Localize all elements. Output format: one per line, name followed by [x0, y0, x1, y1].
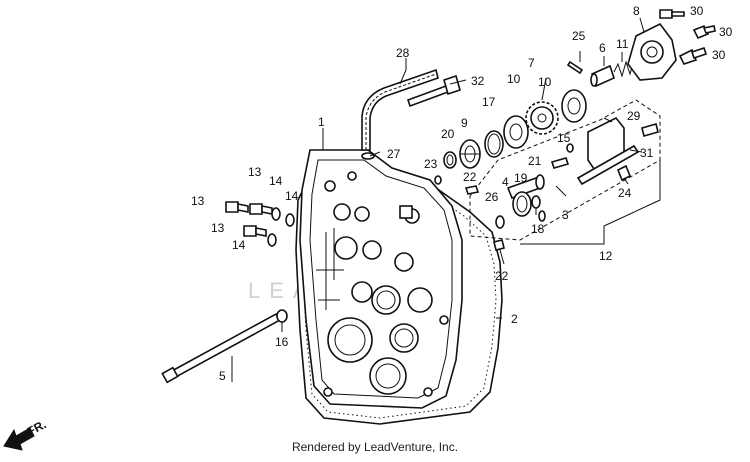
- callout-14a[interactable]: 14: [269, 174, 283, 188]
- callout-3[interactable]: 3: [562, 208, 569, 222]
- callout-21[interactable]: 21: [528, 154, 542, 168]
- callout-4[interactable]: 4: [502, 175, 509, 189]
- callout-10b[interactable]: 10: [538, 75, 552, 89]
- callout-11[interactable]: 11: [616, 37, 629, 51]
- clip-part-27[interactable]: [361, 152, 375, 160]
- washer-part-14a[interactable]: [271, 207, 281, 221]
- bolt-part-13c[interactable]: [243, 225, 267, 237]
- washer-part-26[interactable]: [495, 215, 505, 229]
- callout-30a[interactable]: 30: [690, 4, 704, 18]
- callout-6[interactable]: 6: [599, 41, 606, 55]
- callout-12[interactable]: 12: [599, 249, 613, 263]
- callout-15[interactable]: 15: [557, 131, 571, 145]
- callout-17[interactable]: 17: [482, 95, 496, 109]
- callout-29[interactable]: 29: [627, 109, 641, 123]
- callout-24[interactable]: 24: [618, 186, 632, 200]
- callout-5[interactable]: 5: [219, 369, 226, 383]
- pin-part-25[interactable]: [566, 60, 584, 75]
- callout-26[interactable]: 26: [485, 190, 499, 204]
- callout-18[interactable]: 18: [531, 222, 545, 236]
- callout-10a[interactable]: 10: [507, 72, 521, 86]
- callout-22b[interactable]: 22: [495, 269, 509, 283]
- dowel-part-22a[interactable]: [464, 185, 480, 195]
- clip-part-18[interactable]: [538, 210, 546, 222]
- callout-20[interactable]: 20: [441, 127, 455, 141]
- bolt-part-30a[interactable]: [659, 9, 685, 19]
- arm-part-31[interactable]: [576, 123, 659, 186]
- callout-19[interactable]: 19: [514, 171, 528, 185]
- pin-part-23[interactable]: [434, 175, 442, 185]
- callout-14b[interactable]: 14: [285, 189, 299, 203]
- shaft-part-21[interactable]: [550, 157, 570, 169]
- oring-part-20[interactable]: [443, 151, 457, 169]
- callout-30c[interactable]: 30: [712, 48, 726, 62]
- oring-part-17[interactable]: [484, 130, 504, 158]
- shaft-assembly-part-12[interactable]: [469, 99, 661, 241]
- bolt-part-13a[interactable]: [225, 201, 249, 213]
- bolt-part-32[interactable]: [406, 74, 461, 108]
- pin-part-24[interactable]: [616, 164, 632, 182]
- bolt-part-30c[interactable]: [678, 46, 708, 65]
- valve-part-6[interactable]: [590, 64, 615, 88]
- callout-27[interactable]: 27: [387, 147, 401, 161]
- case-cover-part-1[interactable]: [299, 149, 463, 409]
- callout-30b[interactable]: 30: [719, 25, 733, 39]
- callout-22a[interactable]: 22: [463, 170, 477, 184]
- bolt-part-13b[interactable]: [249, 203, 273, 215]
- washer-part-14c[interactable]: [267, 233, 277, 247]
- callout-28[interactable]: 28: [396, 46, 410, 60]
- callout-13c[interactable]: 13: [211, 221, 225, 235]
- washer-part-14b[interactable]: [285, 213, 295, 227]
- washer-part-16[interactable]: [276, 309, 288, 323]
- pin-part-15[interactable]: [566, 143, 574, 153]
- shaft-part-3[interactable]: [506, 174, 545, 200]
- callout-13b[interactable]: 13: [248, 165, 262, 179]
- rotor-part-10a[interactable]: [503, 115, 529, 149]
- callout-25[interactable]: 25: [572, 29, 586, 43]
- washer-part-19[interactable]: [531, 195, 541, 209]
- callout-31[interactable]: 31: [640, 146, 654, 160]
- rotor-part-10b[interactable]: [561, 89, 587, 123]
- callout-23[interactable]: 23: [424, 157, 438, 171]
- callout-9[interactable]: 9: [461, 116, 468, 130]
- callout-32[interactable]: 32: [471, 74, 485, 88]
- tube-part-28[interactable]: [361, 68, 439, 151]
- callout-7[interactable]: 7: [528, 56, 535, 70]
- gear-part-7[interactable]: [525, 101, 559, 135]
- leader-lines: [231, 17, 661, 382]
- oring-part-4[interactable]: [512, 191, 532, 217]
- bearing-part-9[interactable]: [459, 139, 481, 169]
- callout-1[interactable]: 1: [318, 115, 325, 129]
- callout-8[interactable]: 8: [633, 4, 640, 18]
- callout-2[interactable]: 2: [511, 312, 518, 326]
- bolt-part-30b[interactable]: [692, 24, 716, 40]
- spring-part-11[interactable]: [613, 59, 635, 78]
- pump-cover-part-8[interactable]: [627, 22, 677, 81]
- callout-14c[interactable]: 14: [232, 238, 246, 252]
- callout-16[interactable]: 16: [275, 335, 289, 349]
- callout-13a[interactable]: 13: [191, 194, 205, 208]
- dowel-part-22b[interactable]: [493, 239, 505, 251]
- callout-labels: 1 2 3 4 5 6 7 8 9 10 10 11 12 13 13 13 1…: [191, 4, 733, 383]
- credit-line: Rendered by LeadVenture, Inc.: [291, 440, 459, 454]
